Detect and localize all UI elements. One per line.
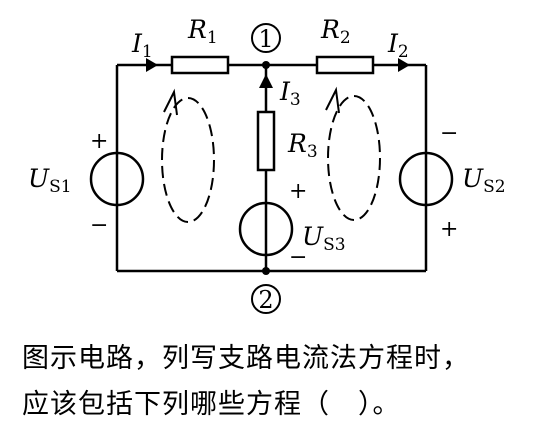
question-line-2: 应该包括下列哪些方程（ ）。 <box>22 389 401 420</box>
mesh-loop-right-arrow-icon <box>325 86 340 114</box>
polarity-us1-bottom: − <box>90 213 108 238</box>
node-dot-top <box>262 61 270 69</box>
arrow-i1-icon <box>146 58 158 72</box>
node-top-label: 1 <box>251 23 281 53</box>
source-us1 <box>89 151 145 207</box>
polarity-us1-top: + <box>90 129 108 154</box>
label-us2: US2 <box>462 164 506 197</box>
svg-text:1: 1 <box>258 25 273 53</box>
polarity-us3-bottom: − <box>289 245 307 270</box>
question-line-1: 图示电路，列写支路电流法方程时， <box>22 343 470 374</box>
label-i2: I2 <box>387 29 409 62</box>
label-r2: R2 <box>320 15 351 48</box>
label-r3: R3 <box>287 129 318 162</box>
mesh-loop-right <box>327 95 381 221</box>
resistor-r2 <box>315 55 375 75</box>
polarity-us2-bottom: + <box>440 217 458 242</box>
label-us3: US3 <box>302 222 346 255</box>
node-dot-bottom <box>262 267 270 275</box>
resistor-r1 <box>170 55 230 75</box>
wires <box>115 63 428 273</box>
label-r1: R1 <box>187 15 218 48</box>
polarity-us3-top: + <box>289 179 307 204</box>
label-i3: I3 <box>279 77 301 110</box>
mesh-loop-left <box>161 97 215 223</box>
polarity-us2-top: − <box>440 121 458 146</box>
label-i1: I1 <box>131 29 153 62</box>
arrow-i2-icon <box>398 58 410 72</box>
arrow-i3-icon <box>259 74 273 88</box>
label-us1: US1 <box>28 164 72 197</box>
node-bottom-label: 2 <box>251 284 281 314</box>
resistor-r3 <box>256 110 276 172</box>
source-us2 <box>398 151 454 207</box>
mesh-loop-left-arrow-icon <box>163 88 178 116</box>
source-us3 <box>238 201 294 257</box>
svg-text:2: 2 <box>258 286 273 314</box>
